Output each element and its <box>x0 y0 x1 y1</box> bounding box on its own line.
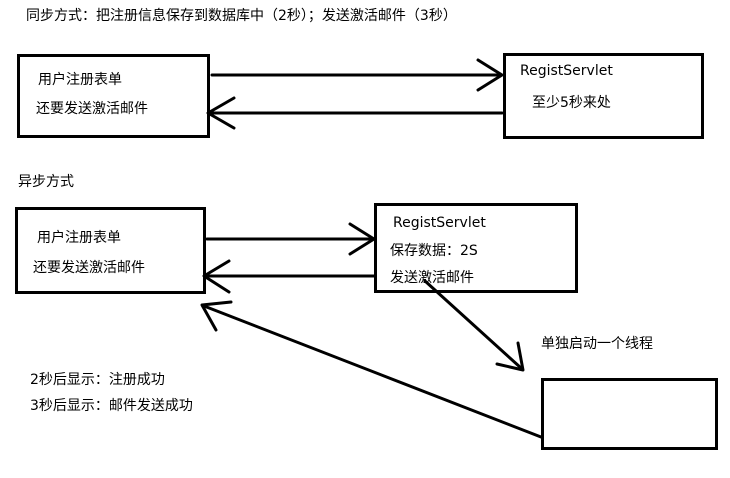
async-server-box: RegistServlet 保存数据：2S 发送激活邮件 <box>374 203 578 293</box>
sync-response-arrow <box>206 96 504 130</box>
async-client-line2: 还要发送激活邮件 <box>33 260 145 276</box>
sync-request-arrow <box>210 58 504 92</box>
sync-server-note: 至少5秒来处 <box>532 95 611 111</box>
async-title: 异步方式 <box>18 174 74 190</box>
sync-server-box: RegistServlet 至少5秒来处 <box>503 53 704 139</box>
spawn-thread-arrow <box>423 279 525 372</box>
sync-title: 同步方式：把注册信息保存到数据库中（2秒）；发送激活邮件（3秒） <box>26 8 457 24</box>
sync-client-line2: 还要发送激活邮件 <box>36 101 148 117</box>
async-client-line1: 用户注册表单 <box>37 230 121 246</box>
async-client-box: 用户注册表单 还要发送激活邮件 <box>15 207 206 294</box>
sync-server-name: RegistServlet <box>520 63 613 79</box>
sync-client-box: 用户注册表单 还要发送激活邮件 <box>17 54 210 138</box>
thread-callback-arrow <box>200 300 543 439</box>
async-server-line1: 保存数据：2S <box>390 243 478 259</box>
async-server-name: RegistServlet <box>393 215 486 231</box>
async-request-arrow <box>205 222 376 256</box>
thread-box <box>541 378 718 450</box>
thread-label: 单独启动一个线程 <box>541 336 653 352</box>
sync-client-line1: 用户注册表单 <box>38 72 122 88</box>
async-note-1: 2秒后显示：注册成功 <box>30 372 165 388</box>
async-note-2: 3秒后显示：邮件发送成功 <box>30 398 193 414</box>
async-response-arrow <box>202 259 376 294</box>
async-server-line2: 发送激活邮件 <box>390 270 474 286</box>
